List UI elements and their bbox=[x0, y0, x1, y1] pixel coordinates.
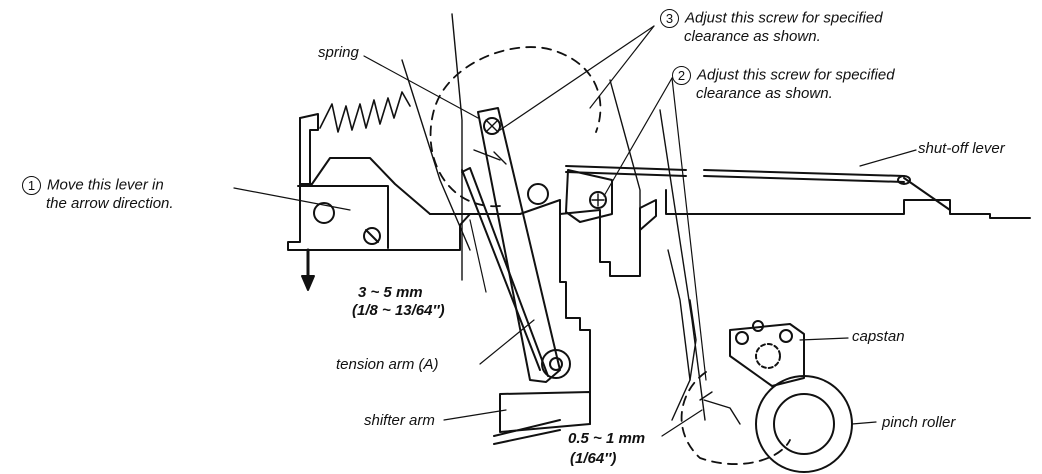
spring bbox=[299, 91, 411, 137]
screw-2 bbox=[589, 191, 607, 209]
shifter-arm bbox=[493, 391, 591, 445]
shutoff-lever bbox=[565, 165, 951, 211]
step-3-number: 3 bbox=[660, 9, 679, 28]
step-1-text-line2: the arrow direction. bbox=[46, 195, 174, 212]
screw-2-bracket bbox=[565, 169, 613, 223]
dimension-2-inch: (1/64″) bbox=[570, 450, 617, 467]
screw-3 bbox=[483, 117, 501, 135]
tension-arm-roller bbox=[527, 183, 549, 205]
step-3-text-line2: clearance as shown. bbox=[684, 28, 821, 45]
pinch-roller-label: pinch roller bbox=[882, 414, 956, 431]
dimension-1-mm: 3 ~ 5 mm bbox=[358, 284, 423, 301]
left-lever bbox=[287, 113, 471, 251]
tension-arm-label: tension arm (A) bbox=[336, 356, 439, 373]
shutoff-lever-label: shut-off lever bbox=[918, 140, 1005, 157]
dimension-2-mm: 0.5 ~ 1 mm bbox=[568, 430, 646, 447]
capstan-label: capstan bbox=[852, 328, 905, 345]
tape-path bbox=[401, 13, 706, 421]
step-3-text-line1: Adjust this screw for specified bbox=[685, 9, 883, 27]
step-3-callout: 3 Adjust this screw for specified clearan… bbox=[660, 9, 883, 46]
lever-clip bbox=[363, 227, 381, 245]
capstan bbox=[729, 320, 805, 387]
direction-arrow bbox=[301, 248, 315, 291]
step-2-text-line1: Adjust this screw for specified bbox=[697, 66, 895, 84]
step-2-text-line2: clearance as shown. bbox=[696, 85, 833, 102]
center-plate bbox=[429, 189, 1031, 425]
dashed-arcs bbox=[429, 46, 791, 465]
pinch-roller bbox=[755, 375, 853, 473]
step-1-text-line1: Move this lever in bbox=[47, 176, 164, 194]
tension-arm bbox=[461, 107, 571, 383]
step-2-callout: 2 Adjust this screw for specified clearan… bbox=[672, 66, 895, 103]
tension-arm-pivot bbox=[541, 349, 571, 379]
leader-lines bbox=[233, 25, 917, 437]
step-1-number: 1 bbox=[22, 176, 41, 195]
spring-label: spring bbox=[318, 44, 359, 61]
step-2-number: 2 bbox=[672, 66, 691, 85]
step-1-callout: 1 Move this lever in the arrow direction. bbox=[22, 176, 174, 213]
clearance-marks bbox=[473, 149, 741, 425]
lever-pivot-hole bbox=[313, 202, 335, 224]
dimension-1-inch: (1/8 ~ 13/64″) bbox=[352, 302, 445, 319]
shifter-arm-label: shifter arm bbox=[364, 412, 435, 429]
